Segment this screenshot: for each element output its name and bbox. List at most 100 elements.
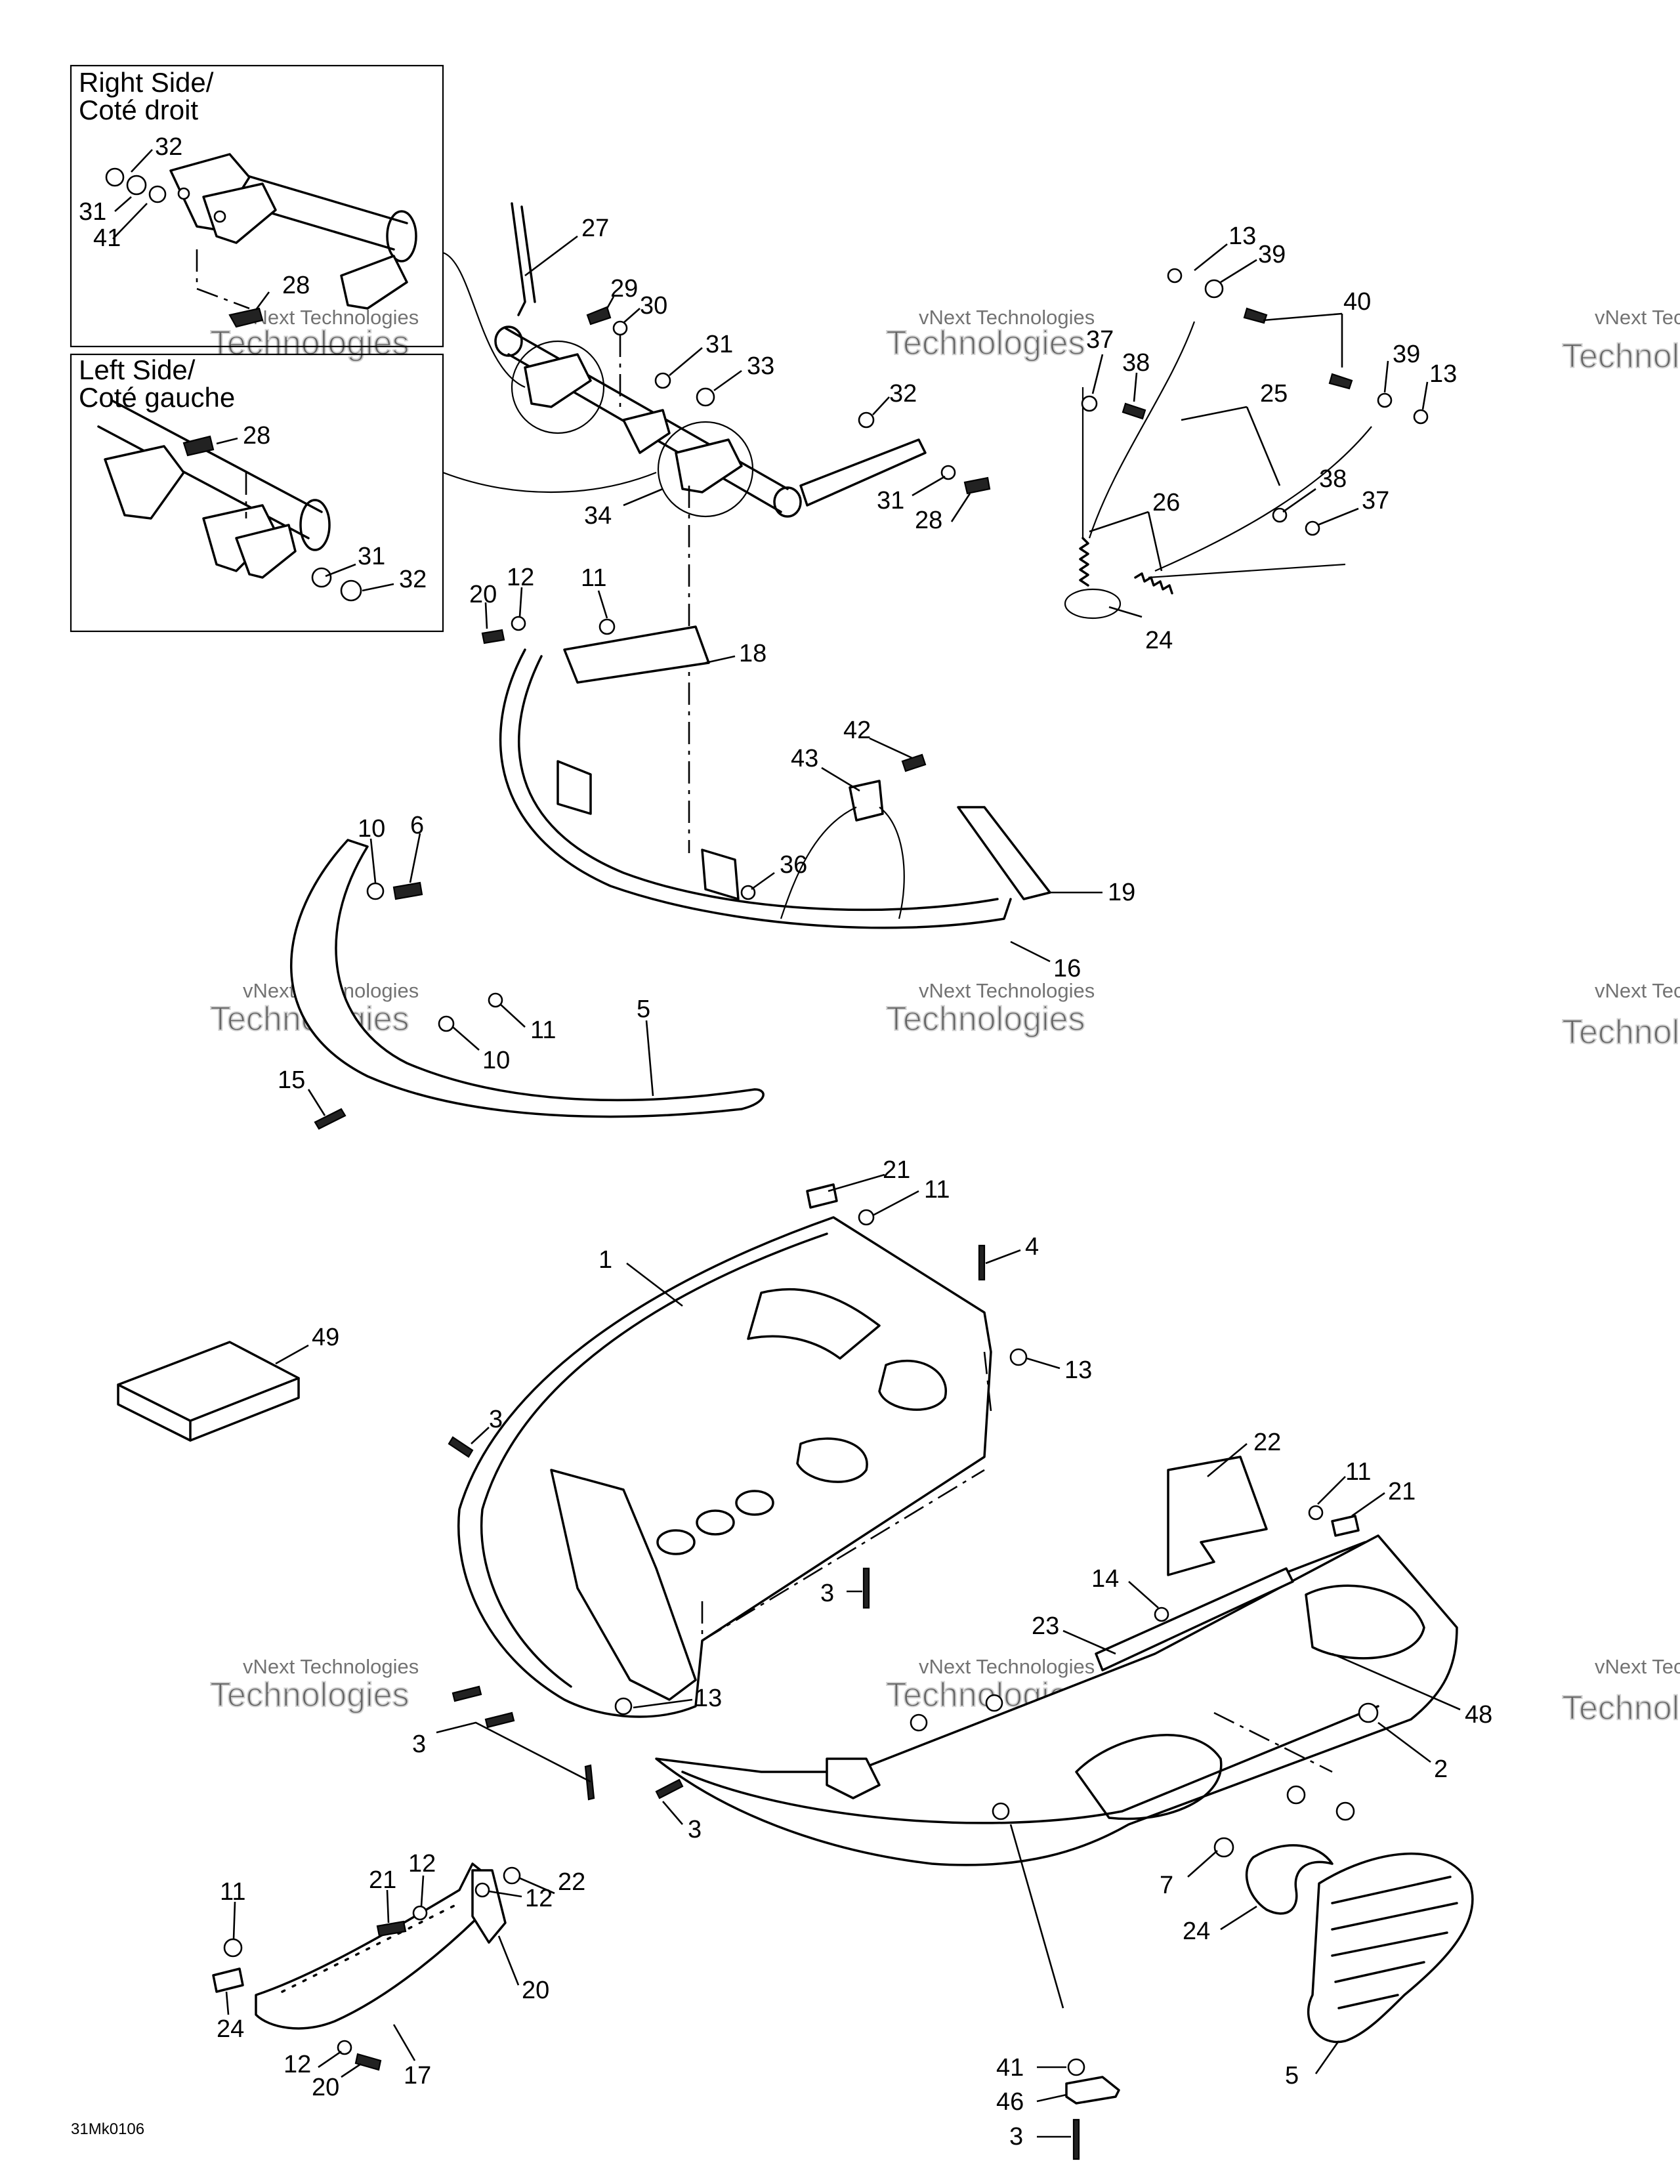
watermark-text: vNext Technologies [919, 1655, 1095, 1678]
inset-right-side: Right Side/ Coté droit 32 31 41 28 [70, 64, 444, 348]
leader [341, 2063, 362, 2078]
watermark-text: vNext Technologies [243, 1655, 419, 1678]
leader [488, 1890, 522, 1898]
nut [488, 992, 503, 1008]
leader [623, 488, 663, 507]
leader [1128, 1581, 1159, 1608]
washer [1154, 1606, 1169, 1622]
bracket-17-assembly: 11 21 12 12 22 20 24 12 20 17 [212, 1850, 585, 2101]
bolt [901, 753, 927, 772]
callout-24: 22 [558, 1868, 585, 1896]
tube-end [299, 499, 331, 551]
part-5-plate [1307, 1852, 1474, 2044]
leader [1314, 2040, 1340, 2074]
callout-32: 27 [581, 215, 609, 242]
leader [518, 587, 523, 618]
leader [828, 1173, 885, 1192]
rivet [655, 1778, 684, 1799]
callout-20: 20 [469, 581, 497, 608]
callout-12: 12 [525, 1885, 553, 1912]
washer [337, 2040, 352, 2055]
leader [216, 437, 238, 445]
washer [126, 175, 147, 196]
washer [474, 1882, 490, 1898]
inset-frame [70, 64, 444, 348]
washer [654, 372, 671, 389]
leader [1377, 1721, 1431, 1763]
nut [1335, 1801, 1355, 1821]
leader [436, 1721, 591, 1783]
nut [598, 618, 616, 635]
nut [985, 1694, 1003, 1712]
leader [626, 1262, 683, 1307]
bracket-plate [524, 353, 592, 408]
bracket-plate [622, 409, 671, 454]
callout-36: 31 [705, 331, 733, 358]
bolt [586, 306, 612, 326]
washer [1081, 395, 1098, 412]
callout-22: 21 [1388, 1478, 1416, 1505]
callout-45: 41 [996, 2054, 1024, 2082]
leader [225, 1991, 230, 2015]
part-28-tag [212, 1967, 244, 1993]
callout-12: 12 [408, 1850, 436, 1878]
bumper-cover: 10 6 11 10 5 15 [278, 812, 765, 1130]
opening [878, 1359, 948, 1411]
watermarks: vNext Technologies Technologies vNext Te… [209, 306, 1680, 1728]
callout-36: 31 [877, 487, 904, 514]
leader [1351, 1492, 1385, 1517]
leader [1036, 2093, 1067, 2103]
leader [872, 396, 890, 415]
nut [223, 1938, 243, 1958]
leader [484, 602, 488, 629]
leader [1317, 1476, 1346, 1505]
washer [940, 465, 956, 480]
callout-29: 25 [1260, 380, 1288, 408]
watermark-text: vNext Technologies [1595, 979, 1680, 1002]
watermark-text: Technologies [886, 1000, 1085, 1038]
callout-21: 20 [522, 1977, 549, 2004]
leader [751, 872, 775, 891]
nut [696, 387, 715, 407]
cable-29 [1154, 426, 1372, 572]
washer [1009, 1348, 1028, 1366]
washer [614, 1697, 633, 1715]
watermark-text: vNext Technologies [919, 979, 1095, 1002]
spring-30 [1079, 537, 1089, 587]
leader [705, 655, 736, 664]
callout-19: 19 [1108, 879, 1135, 906]
bracket-plate [340, 255, 408, 310]
callout-34: 29 [610, 275, 638, 303]
bolt [354, 2053, 382, 2071]
rivet [1072, 2118, 1080, 2160]
washer [1305, 520, 1320, 536]
bolt [228, 307, 264, 328]
callout-2: 2 [1434, 1755, 1448, 1783]
leader [1220, 1905, 1257, 1931]
bumper-tube-16 [499, 648, 1012, 929]
centerline [196, 249, 250, 310]
clip-arrow [879, 807, 905, 919]
detail-connector [442, 471, 657, 494]
callout-3: 3 [1009, 2123, 1023, 2151]
leader [1220, 259, 1257, 284]
part-32-strap [520, 205, 536, 303]
skid-plate: 24 5 [1183, 1844, 1474, 2090]
inner-bracket [550, 1469, 697, 1701]
callout-1: 1 [598, 1246, 612, 1274]
inset-frame [70, 353, 444, 633]
callout-44: 40 [1343, 288, 1371, 316]
leader [524, 235, 578, 277]
callout-3: 3 [820, 1580, 834, 1607]
callout-5: 5 [1285, 2062, 1299, 2090]
leader [275, 1344, 309, 1365]
leader [114, 196, 132, 212]
nut [503, 1866, 521, 1885]
watermark-text: Technologies [886, 324, 1085, 362]
detail-circle [657, 421, 754, 518]
leader [645, 1020, 654, 1097]
leader [985, 1249, 1021, 1265]
leader [112, 203, 148, 240]
callout-45: 41 [93, 224, 121, 252]
leader [232, 1901, 236, 1940]
